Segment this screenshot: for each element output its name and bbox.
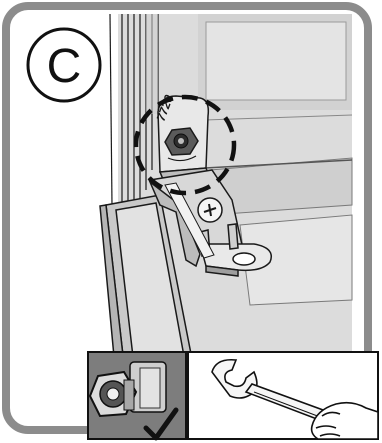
step-label: C: [47, 40, 82, 93]
rail-shading: [146, 14, 158, 114]
bracket-hole: [233, 253, 255, 265]
step-c-badge-icon: C: [28, 29, 100, 101]
phillips-screw-icon: [198, 198, 222, 222]
nut-closeup-inset: [88, 352, 186, 439]
